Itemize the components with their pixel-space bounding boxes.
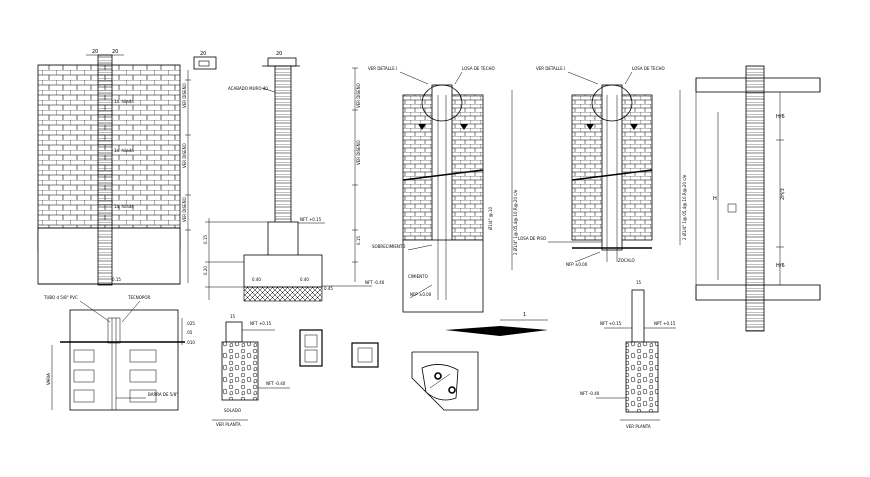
column-section-d: H/6 2H/3 H/6 H (695, 65, 821, 332)
joint-detail: TUBO d 5/8" PVC TECNOPOR .025 .05 .010 V… (43, 295, 195, 411)
footing-detail-2: 15 NFT +0.15 NPT +0.15 NFT -0.40 VER PLA… (580, 280, 676, 429)
detail-tecnopor: TECNOPOR (127, 295, 150, 300)
footing1-sub: SOLADO (224, 408, 241, 413)
brick-label-3: 1a. hilada (114, 204, 134, 209)
panel-c-ver-detalle: VER DETALLE I (536, 66, 565, 71)
elevation-bottom-dim: 0.15 (112, 277, 121, 282)
panel-c-losa-techo: LOSA DE TECHO (632, 66, 665, 71)
panel-b-nfp: NFP ±0.00 (410, 292, 432, 297)
block-detail-2 (351, 342, 379, 368)
detail-dim-2: .05 (186, 330, 193, 335)
panel-b-right-dim: 2 Ø1/4" 1@.05,4@.10,R@.20 c/e (513, 189, 518, 255)
section-bottom-dim-2: 0.40 (300, 277, 309, 282)
panel-b-sobrecimiento: SOBRECIMIENTO (372, 244, 405, 249)
wall-section: 20 20 ACABADO MURO 40 0.15 0.20 NFT +0.1… (193, 51, 385, 302)
panel-b-ver-detalle: VER DETALLE I (368, 66, 397, 71)
wall-elevation: 20 20 1a. hilada 1a. hilada 1a. hilada 0… (37, 49, 191, 286)
section-nft-bottom: NFT -0.40 (365, 280, 385, 285)
panel-c-right-dim: 2 Ø1/4" 1@.05,4@.10,R@.20 c/e (682, 174, 687, 240)
panel-c-nfp: NFP ±0.00 (566, 262, 588, 267)
elevation-top-dim-2: 20 (112, 49, 118, 55)
panel-b-col-label: Ø1/4" @.10 (488, 206, 493, 230)
detail-dim-3: .010 (186, 340, 195, 345)
section-dim-2: 0.20 (203, 266, 208, 275)
panel-d-h6-top: H/6 (776, 114, 785, 120)
footing2-nft2: NFT -0.40 (580, 391, 600, 396)
panel-b-dim-1: VER DISEÑO (356, 83, 361, 108)
section-top-dim: 20 (200, 51, 206, 57)
scale-bar: 1 (445, 312, 548, 336)
elevation-top-dim: 20 (92, 49, 98, 55)
block-detail-1 (299, 329, 323, 367)
panel-c-zocalo: ZOCALO (618, 258, 635, 263)
section-nft: NFT +0.15 (300, 217, 322, 222)
column-elevation-b: VER DETALLE I LOSA DE TECHO 2 Ø1/4" 1@.0… (368, 66, 518, 313)
brick-label-1: 1a. hilada (114, 99, 134, 104)
footing1-nft2: NFT -0.40 (266, 381, 286, 386)
elevation-dim-2: VER DISEÑO (182, 143, 187, 168)
footing2-label: VER PLANTA (626, 424, 651, 429)
panel-b-cimiento: CIMIENTO (408, 274, 428, 279)
detail-dim-1: .025 (186, 321, 195, 326)
panel-b-dim-3: 0.15 (356, 236, 361, 245)
footing1-nft: NFT +0.15 (250, 321, 272, 326)
panel-c-losa-piso: LOSA DE PISO (518, 236, 546, 241)
brick-label-2: 1a. hilada (114, 148, 134, 153)
footing1-top-dim: 15 (230, 314, 236, 319)
dim-strip-b: VER DISEÑO VER DISEÑO 0.15 (352, 67, 361, 282)
footing2-nft: NFT +0.15 (600, 321, 622, 326)
section-right-label: 0.45 (324, 286, 333, 291)
footing1-label: VER PLANTA (216, 422, 241, 427)
section-dim-1: 0.15 (203, 235, 208, 244)
panel-d-h6-bottom: H/6 (776, 263, 785, 269)
footing-detail-1: 15 NFT +0.15 NFT -0.40 SOLADO VER PLANTA (212, 314, 290, 427)
footing2-right-label: NPT +0.15 (654, 321, 676, 326)
detail-left-dim: VARIA (46, 373, 51, 385)
section-top-dim-2: 20 (276, 51, 282, 57)
panel-b-losa-techo: LOSA DE TECHO (462, 66, 495, 71)
panel-b-dim-2: VER DISEÑO (356, 140, 361, 165)
scale-label: 1 (523, 312, 526, 318)
footing2-top-dim: 15 (636, 280, 642, 285)
detail-tubo: TUBO d 5/8" PVC (43, 295, 78, 300)
elevation-dim-3: VER DISEÑO (182, 197, 187, 222)
panel-d-2h3: 2H/3 (780, 188, 786, 200)
elevation-dim-1: VER DISEÑO (182, 83, 187, 108)
detail-bottom-label: BARRA DE 5/8" (148, 392, 178, 397)
column-elevation-c: VER DETALLE I LOSA DE TECHO 2 Ø1/4" 1@.0… (518, 66, 687, 267)
corner-detail (411, 351, 479, 411)
section-label: ACABADO MURO 40 (228, 86, 268, 91)
panel-d-h: H (713, 196, 717, 202)
section-bottom-dim-1: 0.40 (252, 277, 261, 282)
